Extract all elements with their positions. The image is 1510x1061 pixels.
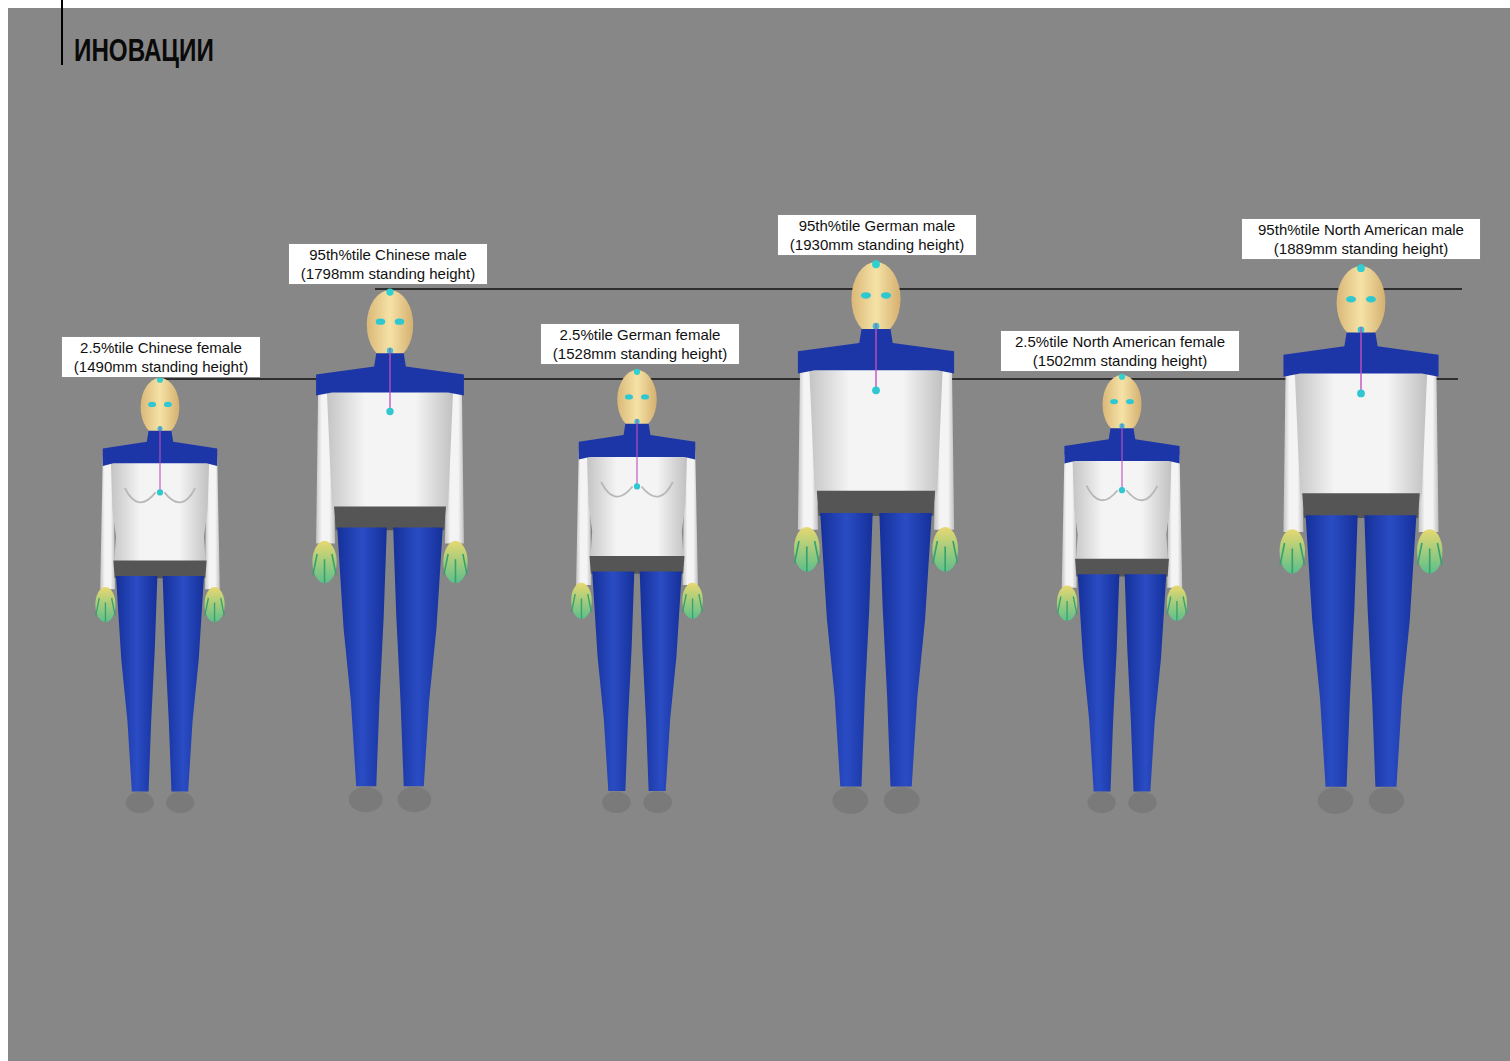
label-box: 2.5%tile North American female (1502mm s… — [1000, 330, 1240, 372]
header-rule — [61, 0, 63, 65]
male-mannequin — [312, 288, 467, 812]
label-text: 95th%tile German male (1930mm standing h… — [782, 216, 972, 254]
label-box: 2.5%tile Chinese female (1490mm standing… — [61, 336, 261, 378]
label-box: 95th%tile North American male (1889mm st… — [1241, 218, 1481, 260]
section-title: ИНОВАЦИИ — [74, 33, 214, 69]
male-mannequin — [1280, 264, 1443, 814]
label-box: 95th%tile Chinese male (1798mm standing … — [288, 243, 488, 285]
label-text: 95th%tile Chinese male (1798mm standing … — [293, 245, 483, 283]
male-mannequin — [794, 260, 958, 814]
label-text: 2.5%tile Chinese female (1490mm standing… — [66, 338, 256, 376]
label-text: 2.5%tile German female (1528mm standing … — [545, 325, 735, 363]
label-text: 2.5%tile North American female (1502mm s… — [1005, 332, 1235, 370]
female-mannequin — [95, 377, 224, 813]
female-mannequin — [1057, 374, 1187, 813]
label-box: 95th%tile German male (1930mm standing h… — [777, 214, 977, 256]
height-line — [375, 288, 1462, 290]
label-box: 2.5%tile German female (1528mm standing … — [540, 323, 740, 365]
label-text: 95th%tile North American male (1889mm st… — [1246, 220, 1476, 258]
female-mannequin — [571, 369, 703, 813]
